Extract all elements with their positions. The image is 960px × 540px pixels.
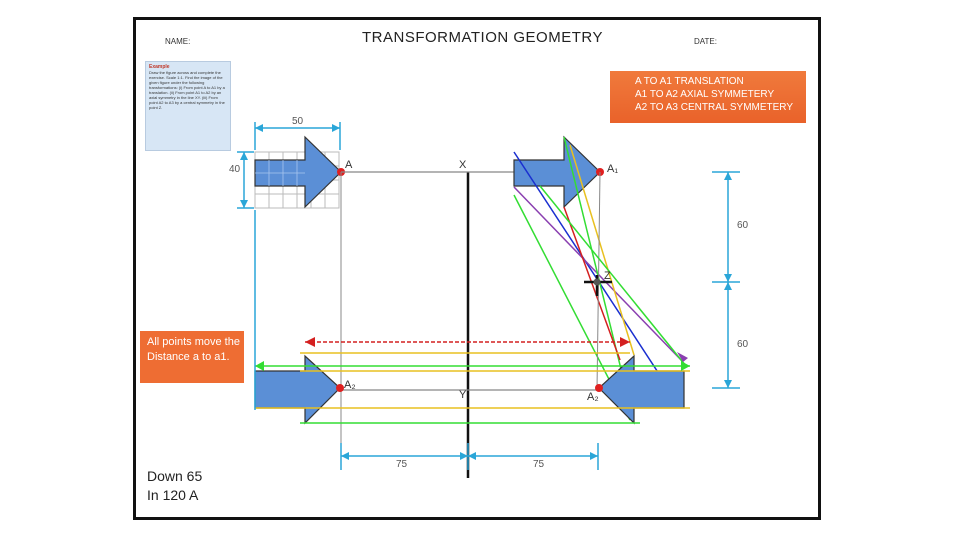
label-a: A	[345, 159, 353, 171]
name-label: NAME:	[165, 37, 191, 46]
move-distance-callout: All points move the Distance a to a1.	[140, 331, 244, 383]
label-x: X	[459, 159, 467, 171]
dim-height-left: 40	[229, 164, 241, 175]
label-a2-right: A₂	[587, 391, 599, 403]
callout-line-1: A TO A1 TRANSLATION	[635, 76, 744, 87]
callout-line-3: A2 TO A3 CENTRAL SYMMETERY	[635, 102, 794, 113]
example-heading: Example	[149, 64, 170, 70]
dim-bottom-right: 75	[533, 459, 545, 470]
transformations-callout: A TO A1 TRANSLATION A1 TO A2 AXIAL SYMME…	[610, 71, 806, 123]
date-label: DATE:	[694, 37, 717, 46]
dim-width-top: 50	[292, 116, 304, 127]
label-y: Y	[459, 389, 467, 401]
label-a2-left: A₂	[344, 379, 356, 391]
example-text: Draw the figure across and complete the …	[149, 70, 225, 110]
example-box: Example Draw the figure across and compl…	[145, 61, 231, 151]
callout-line-2: A1 TO A2 AXIAL SYMMETERY	[635, 89, 775, 100]
label-z: Z	[604, 270, 611, 282]
movement-note: Down 65 In 120 A	[147, 468, 203, 503]
page-title: TRANSFORMATION GEOMETRY	[362, 29, 603, 46]
center-z	[584, 275, 612, 296]
dim-right-lower: 60	[737, 339, 749, 350]
dim-right-upper: 60	[737, 220, 749, 231]
original-figure-a	[254, 135, 345, 209]
label-a1: A₁	[607, 163, 618, 175]
dim-bottom-left: 75	[396, 459, 408, 470]
